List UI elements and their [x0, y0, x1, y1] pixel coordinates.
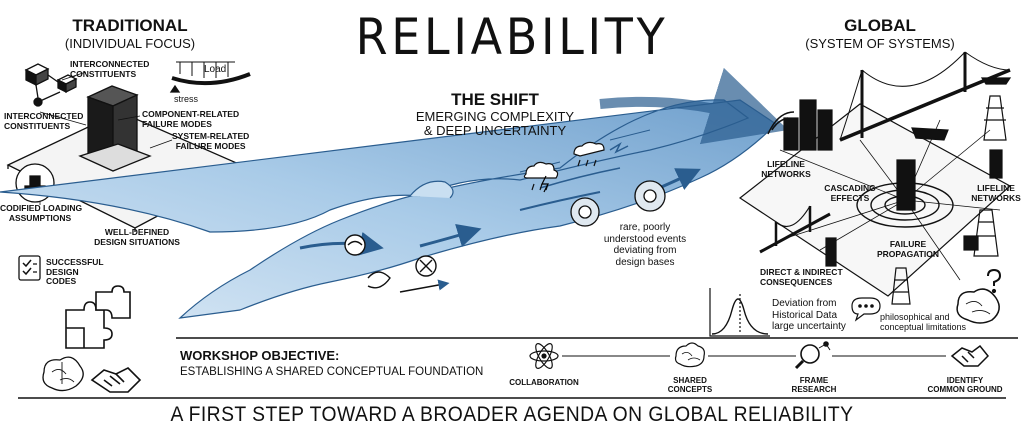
label-interconnected-left: INTERCONNECTED CONSTITUENTS: [4, 111, 84, 131]
label-lifeline-right: LIFELINE NETWORKS: [971, 183, 1021, 203]
ship-icon: [911, 127, 949, 141]
shift-subtitle-2: & DEEP UNCERTAINTY: [423, 123, 567, 138]
city-buildings-icon: [783, 99, 833, 151]
gear-icon: [570, 180, 666, 227]
traditional-heading: TRADITIONAL: [72, 16, 188, 35]
signal-icon: [767, 111, 795, 135]
label-interconnected-top: INTERCONNECTED CONSTITUENTS: [70, 59, 150, 79]
vortex-icon: [344, 234, 450, 293]
workshop-objective-title: WORKSHOP OBJECTIVE:: [180, 348, 340, 363]
weather-icons: [523, 141, 629, 193]
label-deviation: Deviation from Historical Data large unc…: [772, 298, 846, 332]
workshop-bar: [18, 337, 1018, 399]
handshake-icon: [90, 367, 142, 393]
label-component-failure: COMPONENT-RELATED FAILURE MODES: [142, 109, 240, 129]
step-identify-common-ground: IDENTIFY COMMON GROUND: [927, 376, 1003, 394]
brain-step-icon: [674, 342, 705, 368]
traditional-subheading: (INDIVIDUAL FOCUS): [64, 36, 196, 51]
checklist-icon: [18, 255, 41, 281]
bell-curve-icon: [709, 288, 770, 337]
river-flow: [0, 67, 789, 319]
shift-title: THE SHIFT: [451, 90, 539, 109]
label-system-failure: SYSTEM-RELATED FAILURE MODES: [172, 131, 250, 151]
main-title: RELIABILITY: [355, 8, 669, 66]
speech-bubble-icon: [851, 297, 881, 322]
tall-building-icon: [78, 85, 152, 172]
label-stress: stress: [174, 94, 199, 104]
label-cascading: CASCADING EFFECTS: [824, 183, 876, 203]
footer-statement: A FIRST STEP TOWARD A BROADER AGENDA ON …: [170, 403, 854, 426]
label-codified: CODIFIED LOADING ASSUMPTIONS: [0, 203, 83, 223]
interconnected-cubes-icon: [24, 63, 78, 107]
brain-question-icon: [956, 268, 1002, 324]
label-successful: SUCCESSFUL DESIGN CODES: [46, 257, 104, 286]
buildings-right-icon: [825, 149, 1003, 267]
shift-subtitle-1: EMERGING COMPLEXITY: [415, 109, 575, 124]
atom-icon: [529, 343, 559, 369]
bridge-icon: [839, 51, 1011, 142]
global-subheading: (SYSTEM OF SYSTEMS): [805, 36, 955, 51]
label-well-defined: WELL-DEFINED DESIGN SITUATIONS: [94, 227, 180, 247]
load-beam-icon: [169, 61, 251, 93]
suspension-bridge-icon: [759, 205, 831, 254]
label-philosophical: philosophical and conceptual limitations: [880, 312, 967, 332]
global-heading: GLOBAL: [844, 16, 916, 35]
label-lifeline-left: LIFELINE NETWORKS: [761, 159, 811, 179]
label-load: Load: [204, 64, 227, 75]
label-rare-events: rare, poorly understood events deviating…: [603, 222, 687, 268]
workshop-objective-subtitle: ESTABLISHING A SHARED CONCEPTUAL FOUNDAT…: [180, 366, 484, 378]
magnifier-icon: [794, 341, 831, 370]
step-collaboration: COLLABORATION: [509, 378, 579, 387]
step-shared-concepts: SHARED CONCEPTS: [667, 376, 713, 394]
puzzle-icon: [65, 285, 131, 349]
handshake-step-icon: [950, 344, 990, 367]
central-tower-icon: [896, 159, 916, 211]
label-direct-indirect: DIRECT & INDIRECT CONSEQUENCES: [760, 267, 843, 287]
brain-icon: [42, 356, 84, 392]
global-network: [709, 51, 1012, 337]
step-frame-research: FRAME RESEARCH: [791, 376, 837, 394]
label-failure-propagation: FAILURE PROPAGATION: [876, 239, 940, 259]
